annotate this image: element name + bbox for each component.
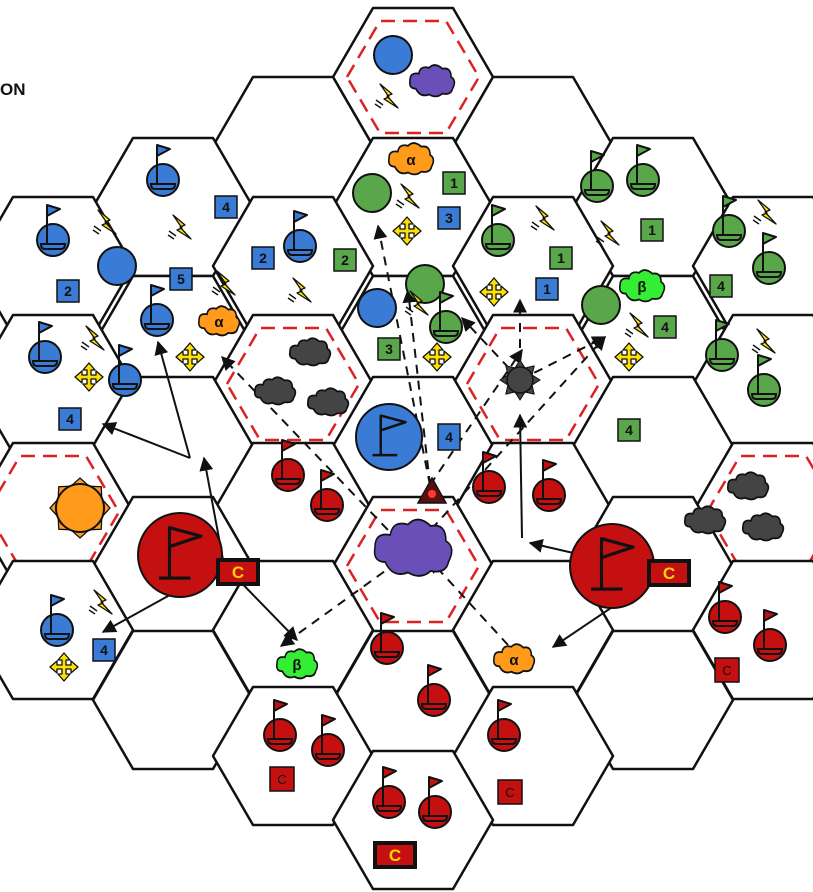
svg-text:1: 1 — [648, 222, 656, 238]
svg-text:α: α — [509, 652, 519, 669]
large-red-flag-unit — [138, 513, 222, 597]
svg-text:4: 4 — [445, 429, 453, 445]
capital-marker: C — [647, 559, 691, 587]
svg-text:5: 5 — [177, 271, 185, 287]
svg-text:2: 2 — [259, 250, 267, 266]
svg-text:2: 2 — [341, 252, 349, 268]
large-red-flag-unit — [570, 524, 654, 608]
green-unit-circle — [353, 174, 391, 212]
sun-icon — [50, 478, 110, 538]
blue-number-tile: 1 — [536, 278, 558, 300]
svg-text:α: α — [406, 152, 416, 169]
svg-text:4: 4 — [66, 411, 74, 427]
svg-text:1: 1 — [450, 175, 458, 191]
svg-text:4: 4 — [222, 199, 230, 215]
blue-number-tile: 4 — [215, 196, 237, 218]
green-unit-circle — [582, 286, 620, 324]
svg-text:2: 2 — [64, 283, 72, 299]
svg-text:C: C — [232, 563, 244, 582]
capital-marker: C — [373, 841, 417, 869]
green-number-tile: 2 — [334, 249, 356, 271]
svg-text:4: 4 — [717, 278, 725, 294]
svg-text:C: C — [389, 846, 401, 865]
svg-text:4: 4 — [661, 319, 669, 335]
svg-text:α: α — [214, 314, 224, 331]
svg-text:C: C — [722, 663, 731, 678]
blue-number-tile: 2 — [252, 247, 274, 269]
svg-text:β: β — [637, 279, 646, 296]
blue-unit-circle — [98, 247, 136, 285]
small-capital-marker: C — [270, 767, 294, 791]
blue-number-tile: 4 — [59, 408, 81, 430]
blue-number-tile: 4 — [93, 639, 115, 661]
small-capital-marker: C — [498, 780, 522, 804]
capital-marker: C — [216, 558, 260, 586]
svg-text:1: 1 — [543, 281, 551, 297]
svg-text:4: 4 — [625, 422, 633, 438]
svg-text:C: C — [277, 772, 286, 787]
svg-text:4: 4 — [100, 642, 108, 658]
green-unit-circle — [406, 265, 444, 303]
green-number-tile: 4 — [710, 275, 732, 297]
svg-text:1: 1 — [557, 250, 565, 266]
blue-unit-circle — [374, 36, 412, 74]
blue-number-tile: 4 — [438, 424, 460, 450]
green-number-tile: 4 — [654, 316, 676, 338]
green-number-tile: 1 — [641, 219, 663, 241]
svg-text:C: C — [505, 785, 514, 800]
svg-text:C: C — [663, 564, 675, 583]
green-number-tile: 1 — [443, 172, 465, 194]
dark-sun-icon — [500, 360, 540, 400]
svg-text:β: β — [292, 657, 301, 674]
blue-number-tile: 3 — [438, 207, 460, 229]
large-blue-flag-unit — [356, 404, 422, 470]
svg-text:3: 3 — [385, 341, 393, 357]
small-capital-marker: C — [715, 658, 739, 682]
svg-text:3: 3 — [445, 210, 453, 226]
green-number-tile: 3 — [378, 338, 400, 360]
green-number-tile: 4 — [618, 419, 640, 441]
blue-unit-circle — [358, 289, 396, 327]
blue-number-tile: 2 — [57, 280, 79, 302]
green-number-tile: 1 — [550, 247, 572, 269]
blue-number-tile: 5 — [170, 268, 192, 290]
